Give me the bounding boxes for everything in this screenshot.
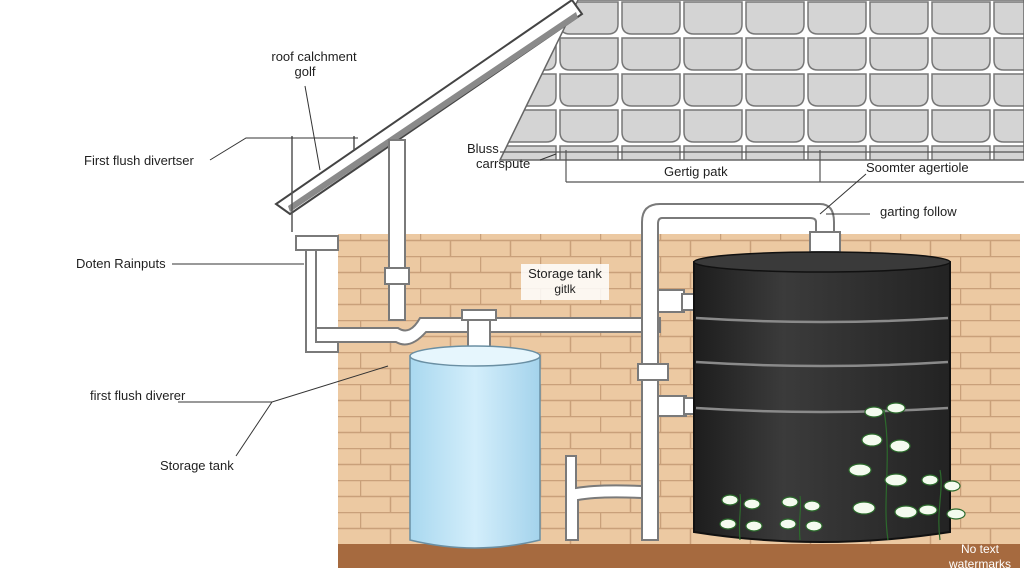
watermark-line-2: watermarks (948, 557, 1011, 571)
roof-edge (274, 0, 584, 232)
label-soumter: Soomter agertiole (866, 160, 969, 175)
plants (719, 402, 966, 541)
label-gertig-patk: Gertig patk (664, 164, 728, 179)
label-roof-catchment: roof calchment (271, 49, 357, 64)
label-first-flush-top: First flush divertser (84, 153, 194, 168)
gutter (500, 150, 1024, 183)
label-bluss: Bluss (467, 141, 499, 156)
leader-lines (172, 85, 870, 457)
blue-storage-tank (409, 345, 541, 549)
overflow-pipe (637, 203, 841, 541)
label-storage-tank-mid: Storage tank (528, 266, 602, 281)
roof-tiles (498, 0, 1024, 161)
label-garting-follow: garting follow (880, 204, 957, 219)
label-storage-tank-left: Storage tank (160, 458, 234, 473)
ground (338, 544, 1020, 568)
outlet-pipe (565, 455, 643, 541)
label-downspouts: Doten Rainputs (76, 256, 166, 271)
label-first-flush-lower: first flush diverer (90, 388, 186, 403)
label-storage-tank-mid-2: gitlk (554, 282, 576, 296)
watermark-line-1: No text (961, 542, 1000, 556)
label-carrspute: carrspute (476, 156, 530, 171)
black-storage-tank (693, 251, 951, 543)
label-roof-catchment-2: golf (295, 64, 316, 79)
